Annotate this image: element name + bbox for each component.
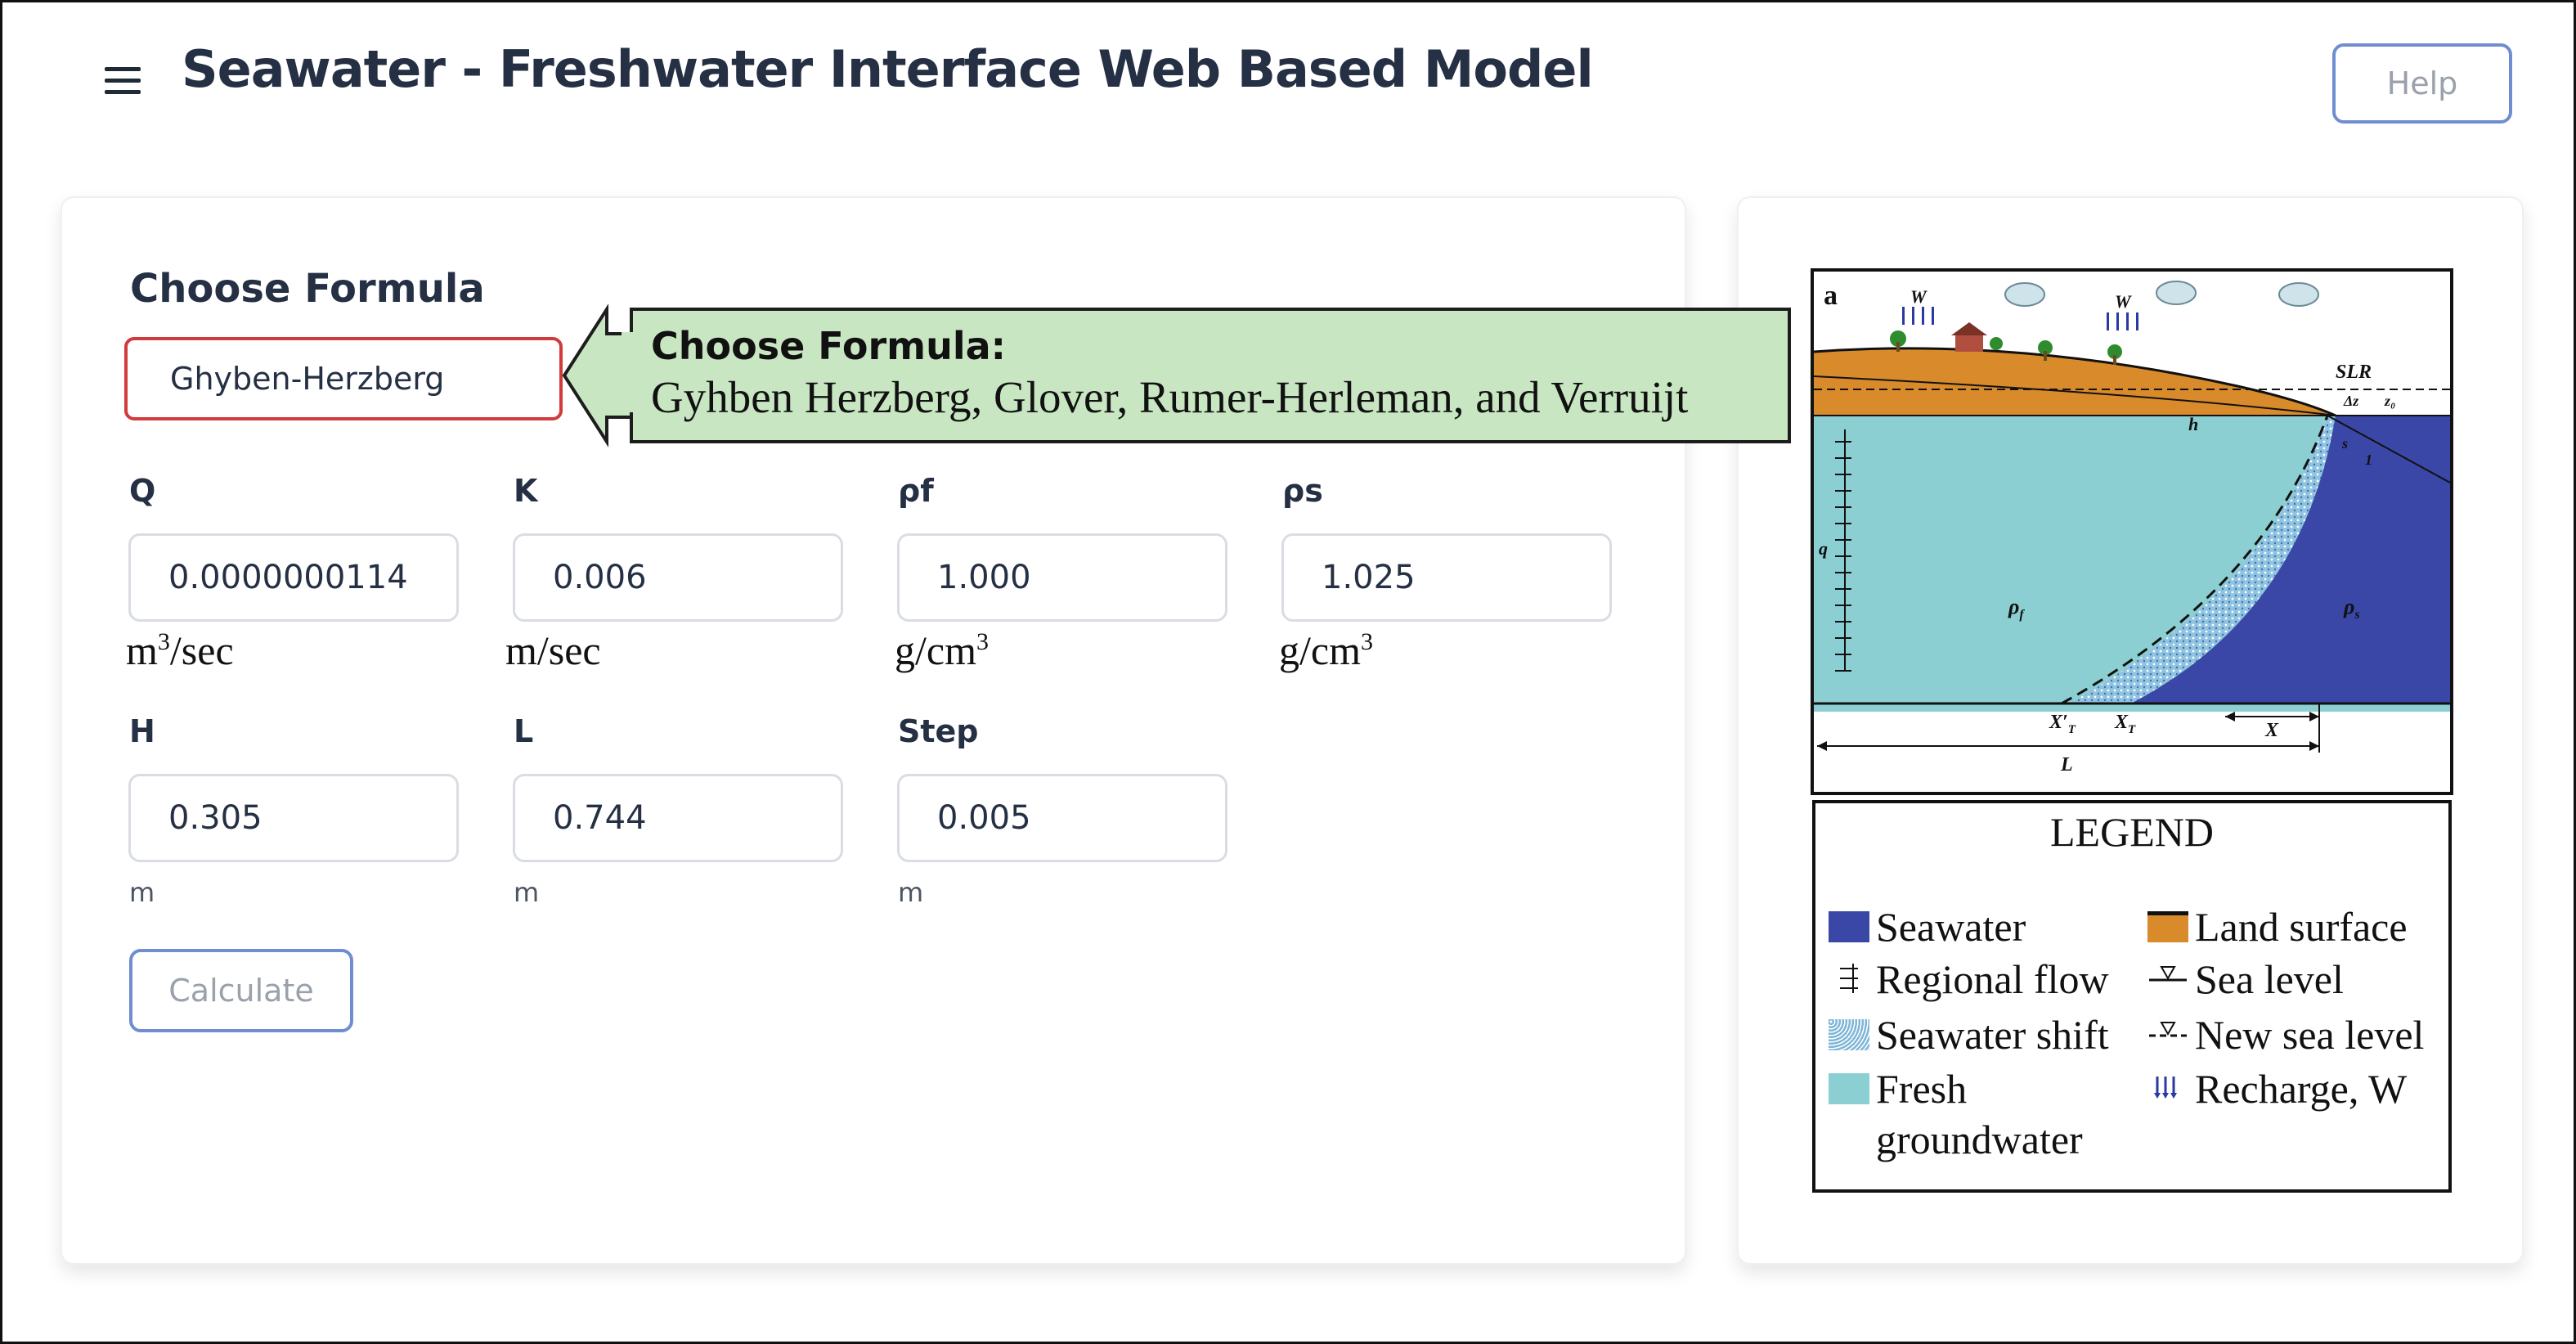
rain-clouds (2004, 281, 2319, 307)
panel-label: a (1824, 281, 1838, 311)
legend-item-recharge: Recharge, W (2147, 1063, 2407, 1114)
legend-item-land-surface: Land surface (2147, 901, 2408, 952)
xt-prime-label: X′T (2049, 712, 2076, 736)
h-label: H (129, 713, 155, 749)
callout-text: Gyhben Herzberg, Glover, Rumer-Herleman,… (651, 372, 1689, 422)
app-title: Seawater - Freshwater Interface Web Base… (182, 39, 1594, 99)
recharge-icon (2154, 1077, 2177, 1099)
seawater-region (2131, 416, 2450, 703)
delta-z-label: Δz (2343, 393, 2358, 409)
q-flow-label: q (1819, 538, 1828, 559)
h-input[interactable]: 0.305 (128, 774, 459, 862)
recharge-arrows (1902, 307, 2138, 330)
regional-flow-arrows (1835, 429, 1851, 672)
l-unit: m (514, 877, 540, 908)
land-surface-swatch (2147, 911, 2188, 942)
callout-arrow-join-icon (622, 332, 646, 412)
legend-item-seawater: Seawater (1829, 901, 2026, 952)
k-input[interactable]: 0.006 (513, 533, 843, 622)
rho-f-unit: g/cm3 (895, 627, 989, 673)
h-label: h (2188, 414, 2198, 434)
legend-item-regional-flow: Regional flow (1829, 954, 2109, 1005)
land-surface-region (1814, 348, 2336, 416)
h-unit: m (129, 877, 155, 908)
recharge-label-2: W (2115, 291, 2132, 312)
z0-label: z₀ (2384, 393, 2395, 409)
recharge-label-1: W (1910, 286, 1928, 307)
land-features (1890, 322, 2122, 365)
callout-title: Choose Formula: (651, 324, 1007, 368)
step-unit: m (898, 877, 924, 908)
calculate-button[interactable]: Calculate (129, 949, 353, 1032)
step-input[interactable]: 0.005 (897, 774, 1227, 862)
k-unit: m/sec (505, 627, 601, 673)
rho-f-label: ρf (898, 473, 934, 509)
legend-item-seawater-shift: Seawater shift (1829, 1009, 2109, 1060)
slr-label: SLR (2336, 362, 2372, 383)
rho-f-input[interactable]: 1.000 (897, 533, 1227, 622)
choose-formula-label: Choose Formula (130, 266, 485, 312)
formula-callout: Choose Formula: Gyhben Herzberg, Glover,… (630, 308, 1791, 443)
x-distance-label: X (2264, 720, 2279, 741)
s-label: s (2341, 435, 2348, 452)
rho-s-unit: g/cm3 (1279, 627, 1373, 673)
one-label: 1 (2365, 452, 2372, 468)
l-distance-label: L (2060, 754, 2073, 775)
q-unit: m3/sec (126, 627, 234, 673)
legend-title: LEGEND (2050, 809, 2214, 855)
rho-f-label: ρf (2008, 595, 2025, 622)
l-input[interactable]: 0.744 (513, 774, 843, 862)
q-input[interactable]: 0.0000000114 (128, 533, 459, 622)
regional-flow-icon (1840, 964, 1858, 993)
rho-s-input[interactable]: 1.025 (1281, 533, 1612, 622)
aquifer-cross-section-diagram: a W W SLR Δz z₀ h s 1 q ρf ρs X′T XT X L (1811, 268, 2453, 795)
seawater-swatch (1829, 911, 1869, 942)
l-label: L (514, 713, 534, 749)
rho-s-label: ρs (1282, 473, 1323, 509)
fresh-groundwater-swatch (1829, 1073, 1869, 1104)
q-label: Q (129, 473, 156, 509)
rho-s-label: ρs (2343, 595, 2360, 622)
formula-select[interactable]: Ghyben-Herzberg (124, 337, 563, 420)
step-label: Step (898, 713, 979, 749)
seawater-shift-swatch (1829, 1019, 1869, 1050)
help-button[interactable]: Help (2332, 43, 2512, 124)
sea-level-icon (2149, 966, 2187, 982)
xt-label: XT (2114, 712, 2136, 736)
hamburger-menu-icon[interactable] (105, 67, 141, 95)
diagram-legend: LEGEND Seawater Land surface Regional fl… (1812, 800, 2452, 1193)
legend-item-new-sea-level: New sea level (2147, 1009, 2424, 1060)
new-sea-level-icon (2149, 1022, 2187, 1037)
seawater-shift-region (2070, 416, 2336, 703)
legend-item-sea-level: Sea level (2147, 954, 2344, 1005)
k-label: K (514, 473, 538, 509)
